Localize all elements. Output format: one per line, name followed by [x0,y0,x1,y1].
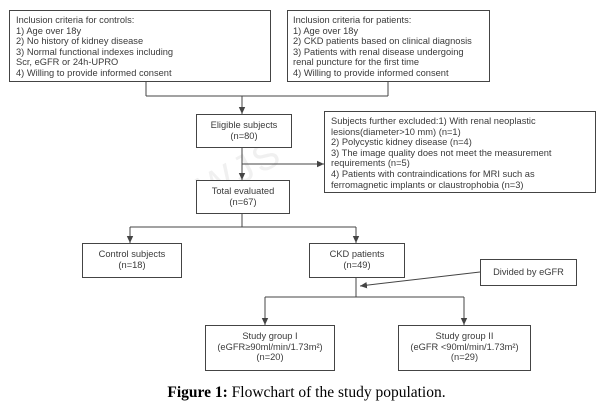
box-line: (n=20) [256,352,284,363]
box-line: 2) No history of kidney disease [16,36,144,47]
box-line: 2) Polycystic kidney disease (n=4) [331,137,472,148]
patients-criteria-box: Inclusion criteria for patients:1) Age o… [287,10,490,82]
caption-text: Flowchart of the study population. [227,384,446,401]
flowchart-connectors [126,82,481,325]
box-line: Control subjects [98,249,166,259]
box-line: (n=29) [450,352,479,363]
figure-caption: Figure 1: Flowchart of the study populat… [0,384,613,402]
ckd-patients-box: CKD patients(n=49) [309,243,405,278]
box-line: Inclusion criteria for patients: [293,15,412,25]
box-line: CKD patients [329,249,385,259]
box-line: (n=80) [230,130,258,141]
total-evaluated-box: Total evaluated(n=67) [196,180,290,214]
box-line: Inclusion criteria for controls: [16,15,135,25]
box-line: 3) The image quality does not meet the m… [331,147,552,158]
box-line: Study group I [242,331,298,341]
box-line: 1) Age over 18y [16,25,82,36]
box-line: (eGFR≥90ml/min/1.73m²) [217,341,323,352]
arrow-divided [359,271,481,289]
controls-criteria-box: Inclusion criteria for controls:1) Age o… [9,10,271,82]
divided-by-egfr-box: Divided by eGFR [480,259,577,286]
box-line: 4) Willing to provide informed consent [293,67,449,78]
box-line: (n=49) [343,259,371,270]
box-line: ferromagnetic implants or claustrophobia… [331,179,524,190]
study-group-2-box: Study group II(eGFR <90ml/min/1.73m²)(n=… [398,325,531,371]
box-line: 3) Normal functional indexes including [16,46,174,57]
box-line: Total evaluated [211,186,275,196]
study-group-1-box: Study group I(eGFR≥90ml/min/1.73m²)(n=20… [205,325,335,371]
box-line: 2) CKD patients based on clinical diagno… [293,36,472,47]
box-line: (n=18) [118,259,146,270]
box-line: Divided by eGFR [493,267,564,277]
box-line: 1) Age over 18y [293,25,359,36]
box-line: 3) Patients with renal disease undergoin… [293,46,464,57]
box-line: renal puncture for the first time [293,57,420,68]
box-line: 4) Willing to provide informed consent [16,67,172,78]
box-line: (n=67) [229,196,257,207]
box-line: Study group II [435,331,494,341]
box-line: lesions(diameter>10 mm) (n=1) [331,126,461,137]
control-subjects-box: Control subjects(n=18) [82,243,182,278]
box-line: Scr, eGFR or 24h-UPRO [16,57,119,68]
box-line: Eligible subjects [210,120,278,130]
box-line: 4) Patients with contraindications for M… [331,168,535,179]
excluded-subjects-box: Subjects further excluded:1) With renal … [324,111,596,193]
caption-label: Figure 1: [167,384,228,401]
box-line: Subjects further excluded:1) With renal … [331,116,536,126]
box-line: (eGFR <90ml/min/1.73m²) [410,341,519,352]
eligible-subjects-box: Eligible subjects(n=80) [196,114,292,148]
box-line: requirements (n=5) [331,158,410,169]
